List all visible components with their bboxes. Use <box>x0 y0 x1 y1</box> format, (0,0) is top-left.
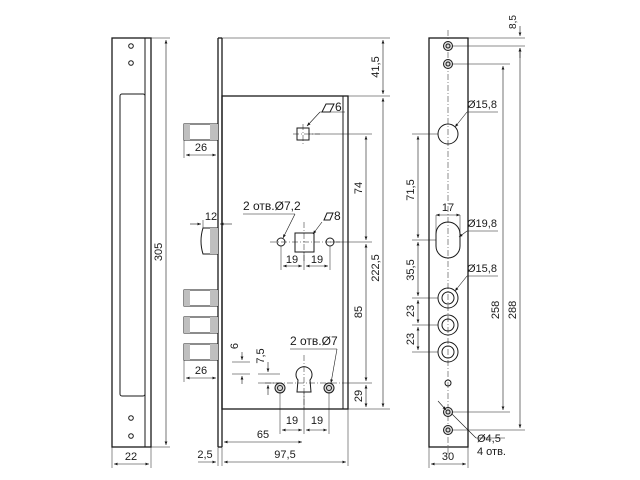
lock-body-view: 6 8 2 отв.Ø7,2 19 19 2 отв.Ø7 <box>183 37 390 466</box>
dim-6: 6 <box>229 343 241 349</box>
dim-41-5: 41,5 <box>370 56 382 77</box>
holes-label-b: 2 отв.Ø7 <box>290 334 338 348</box>
dim-square-top: 6 <box>335 100 342 114</box>
right-dim-15-8-b: Ø15,8 <box>467 263 497 275</box>
dim-29: 29 <box>353 390 365 402</box>
dim-2-5: 2,5 <box>197 449 212 461</box>
right-dim-288: 288 <box>507 301 519 319</box>
dim-65: 65 <box>257 429 269 441</box>
right-dim-71-5: 71,5 <box>405 179 417 200</box>
right-dim-35-5: 35,5 <box>405 259 417 280</box>
right-dim-19-8: Ø19,8 <box>467 218 497 230</box>
dim-19-a: 19 <box>286 254 298 266</box>
right-dim-8-5: 8,5 <box>508 15 519 29</box>
right-dim-4-5: Ø4,5 <box>477 433 501 445</box>
right-dim-258: 258 <box>490 301 502 319</box>
dim-19-c: 19 <box>286 415 298 427</box>
dim-222-5: 222,5 <box>370 254 382 282</box>
right-dim-23-b: 23 <box>405 333 417 345</box>
dim-square-mid: 8 <box>334 209 341 223</box>
dim-19-d: 19 <box>311 415 323 427</box>
dim-7-5: 7,5 <box>255 348 267 363</box>
dim-74: 74 <box>353 182 365 194</box>
dim-26-bottom: 26 <box>195 365 207 377</box>
right-dim-15-8-a: Ø15,8 <box>467 99 497 111</box>
right-dim-17: 17 <box>442 202 454 214</box>
dim-12: 12 <box>205 211 217 223</box>
dim-85: 85 <box>353 306 365 318</box>
dim-faceplate-width: 22 <box>125 451 137 463</box>
strike-plate-view: 8,5 288 258 Ø15,8 71,5 17 Ø19,8 35,5 Ø15… <box>405 15 525 468</box>
right-dim-4-holes: 4 отв. <box>477 446 506 458</box>
dim-97-5: 97,5 <box>274 449 295 461</box>
dim-26-top: 26 <box>195 142 207 154</box>
faceplate-front-view: 305 22 <box>111 37 170 468</box>
holes-label-a: 2 отв.Ø7,2 <box>243 199 301 213</box>
dim-19-b: 19 <box>311 254 323 266</box>
dim-faceplate-height: 305 <box>153 243 165 261</box>
right-dim-23-a: 23 <box>405 305 417 317</box>
right-dim-30: 30 <box>442 451 454 463</box>
